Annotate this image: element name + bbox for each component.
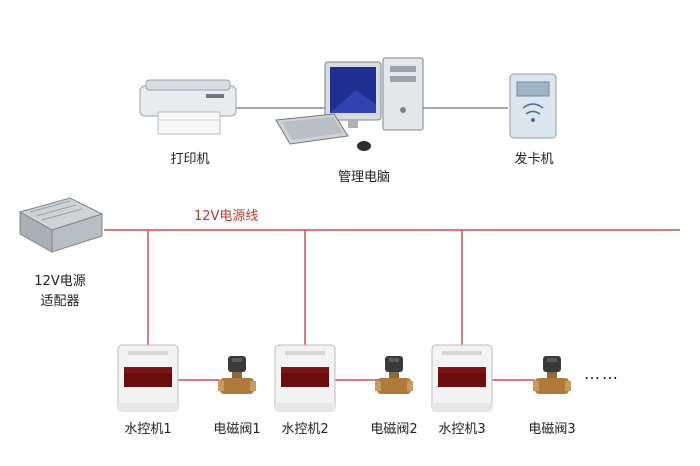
controller-label-3: 水控机3 xyxy=(438,422,486,437)
printer-icon xyxy=(139,79,237,135)
solenoid-valve-icon xyxy=(533,356,571,394)
water-controller-icon xyxy=(117,344,179,412)
continuation-ellipsis: …… xyxy=(584,364,620,383)
computer-label: 管理电脑 xyxy=(337,170,391,185)
card-issuer-icon xyxy=(509,73,557,139)
adapter-label-line2: 适配器 xyxy=(40,294,80,309)
computer-icon xyxy=(275,57,424,151)
valve-label-1: 电磁阀1 xyxy=(213,422,261,437)
controller-label-2: 水控机2 xyxy=(281,422,329,437)
valve-label-2: 电磁阀2 xyxy=(370,422,418,437)
water-controller-icon xyxy=(431,344,493,412)
card-issuer-label: 发卡机 xyxy=(514,152,554,167)
solenoid-valve-icon xyxy=(375,356,413,394)
power-line-label: 12V电源线 xyxy=(194,209,259,224)
water-controller-icon xyxy=(274,344,336,412)
valve-label-3: 电磁阀3 xyxy=(528,422,576,437)
controller-label-1: 水控机1 xyxy=(124,422,172,437)
solenoid-valve-icon xyxy=(218,356,256,394)
power-adapter-icon xyxy=(18,197,104,253)
adapter-label-line1: 12V电源 xyxy=(34,274,86,289)
printer-label: 打印机 xyxy=(170,152,210,167)
